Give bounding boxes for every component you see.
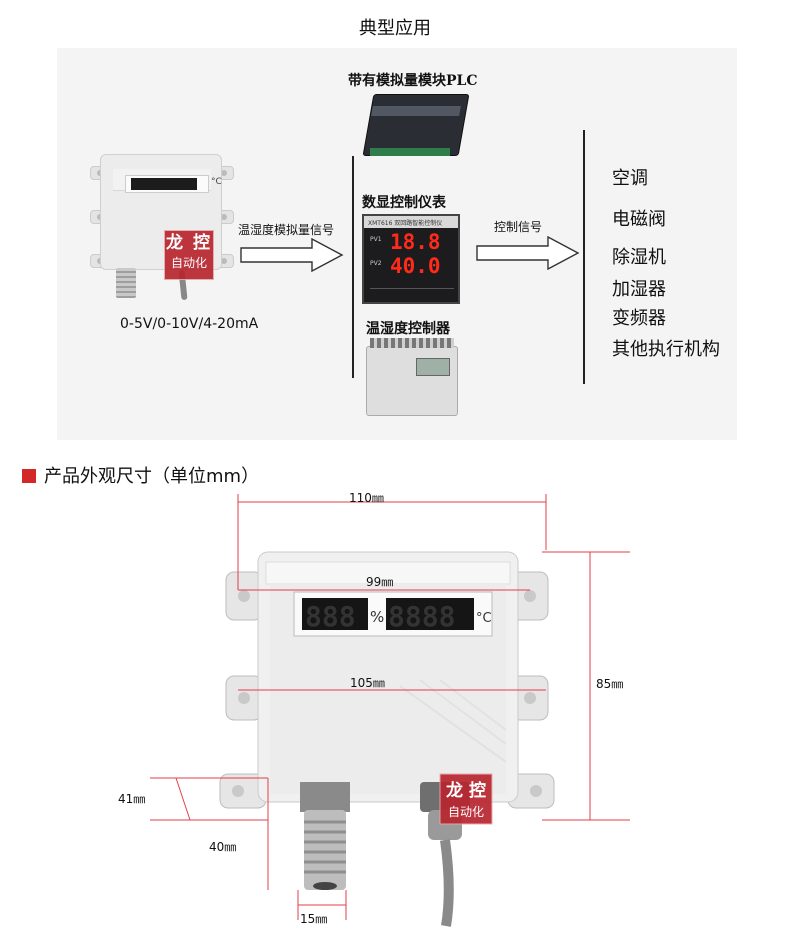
temp-unit-big: °C: [476, 611, 492, 626]
enclosure-drawing: [219, 551, 555, 809]
probe-icon: [116, 268, 136, 298]
arrow-right-icon: [240, 238, 344, 272]
plc-label: 带有模拟量模块PLC: [348, 73, 478, 89]
meter-tag: PV1: [370, 236, 382, 243]
control-signal-label: 控制信号: [494, 220, 543, 234]
temp-unit: °C: [211, 177, 222, 187]
transmitter-body: °C: [100, 154, 222, 270]
page-title: 典型应用: [359, 18, 431, 39]
mount-dimension-label: 105㎜: [350, 676, 385, 690]
probe-drawing: [300, 782, 350, 890]
svg-text:888: 888: [305, 600, 356, 633]
logo-big-line1: 龙 控: [445, 780, 486, 801]
svg-text:8888: 8888: [388, 600, 455, 633]
width-dimension-label: 110㎜: [349, 491, 384, 505]
output-item: 除湿机: [612, 247, 666, 268]
controller-body: [366, 346, 458, 416]
logo-big-line2: 自动化: [448, 805, 484, 819]
logo-line1: 龙 控: [166, 233, 212, 253]
meter-tag: PV2: [370, 260, 382, 267]
right-bracket-line: [583, 130, 585, 384]
meter-label: 数显控制仪表: [362, 195, 446, 211]
output-item: 加湿器: [612, 279, 666, 300]
plc-image: [362, 90, 470, 162]
height-dimension-label: 85㎜: [596, 677, 624, 691]
output-item: 变频器: [612, 308, 666, 329]
section-marker-icon: [22, 469, 36, 483]
section-title-text: 产品外观尺寸（单位mm）: [44, 466, 260, 487]
meter-reading-top: 18.8: [390, 230, 441, 254]
hygro-controller-image: [366, 338, 462, 418]
plc-body: [362, 94, 470, 156]
analog-signal-label: 温湿度模拟量信号: [238, 223, 335, 237]
brand-logo: 龙 控 自动化: [164, 230, 214, 280]
output-item: 空调: [612, 168, 648, 189]
controller-terminals: [370, 338, 454, 348]
left-bracket-line: [352, 156, 354, 378]
transmitter-image: °C 龙 控 自动化: [88, 150, 236, 301]
plc-connector: [370, 148, 450, 156]
probe-length-label: 40㎜: [209, 840, 237, 854]
display-digits: [131, 178, 197, 190]
dimension-drawing: 888 8888 % °C 龙 控 自动化: [0, 480, 790, 947]
meter-keypad: [370, 288, 454, 300]
controller-lcd: [416, 358, 450, 376]
dimension-section-title: 产品外观尺寸（单位mm）: [22, 462, 259, 488]
controller-label: 温湿度控制器: [366, 321, 450, 337]
digital-meter-image: XMT616 双回路智能控制仪 PV1 PV2 18.8 40.0: [362, 214, 460, 304]
output-range-label: 0-5V/0-10V/4-20mA: [120, 316, 259, 332]
output-item: 电磁阀: [612, 209, 666, 230]
logo-line2: 自动化: [170, 256, 207, 270]
depth-dimension-label: 41㎜: [118, 792, 146, 806]
arrow-right-icon: [476, 236, 580, 270]
meter-reading-bottom: 40.0: [390, 254, 441, 278]
screen-dimension-label: 99㎜: [366, 575, 394, 589]
percent-unit: %: [370, 608, 384, 626]
plc-terminal-strip: [371, 106, 461, 116]
meter-header: XMT616 双回路智能控制仪: [364, 216, 458, 228]
probe-diameter-label: 15㎜: [300, 912, 328, 926]
output-item: 其他执行机构: [612, 339, 720, 360]
